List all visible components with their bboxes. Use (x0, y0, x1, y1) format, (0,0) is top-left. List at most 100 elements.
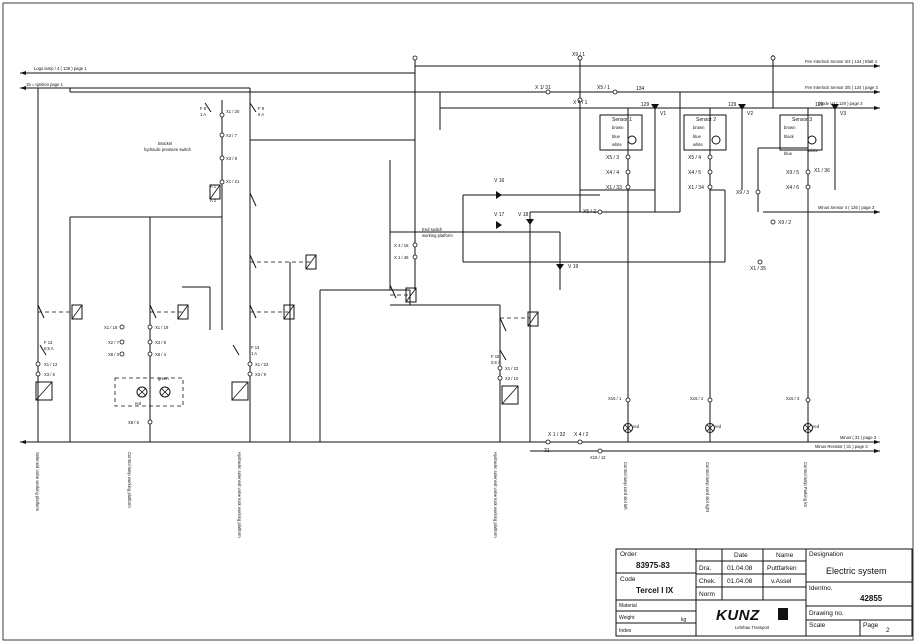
term-x1-19: X1 / 19 (155, 325, 169, 330)
relay-coils (71, 184, 539, 327)
consumer-label-5: Control lamp cord slot left (623, 462, 628, 510)
consumer-label-3: Hydraulic solenoid valve lock working pl… (237, 452, 242, 538)
drawn-name: Puttfarken (767, 565, 797, 572)
wire-129-b: 129 (728, 102, 737, 108)
order-number: 83975-83 (636, 561, 670, 570)
lamp-cord-left (623, 423, 633, 433)
lamp-red (136, 386, 148, 398)
term-x4-5: X4 / 5 (688, 170, 701, 176)
label-logo-lamp: Logo lamp / 4 ( 138 ) page 1 (34, 66, 87, 71)
solenoid-valves (35, 381, 519, 405)
main-wiring (37, 55, 836, 442)
term-x3-7: X3 / 7 (226, 133, 238, 138)
kunz-logo: KUNZ Lehrbau Transport (716, 607, 788, 630)
term-x1-35: X1 / 35 (750, 266, 766, 272)
terminal-points (35, 55, 811, 454)
term-x5-1: X5 / 1 (597, 85, 610, 91)
diode-v17 (496, 221, 502, 229)
wire-134: 134 (636, 86, 645, 92)
fuse-f8: F 8 (200, 106, 207, 111)
relay-coil-2 (177, 304, 189, 320)
sensor-3-box (779, 114, 823, 151)
term-x5-4: X5 / 4 (688, 155, 701, 161)
drawn-label: Dra. (699, 565, 711, 572)
sensor-1-box (599, 114, 643, 151)
v3-label: V3 (840, 111, 846, 117)
term-x1-32: X 1 / 32 (548, 432, 565, 438)
page-number: 2 (886, 627, 890, 634)
lamp-housing (114, 377, 184, 407)
term-x9-3: X9 / 3 (736, 190, 749, 196)
v19-label: V 19 (568, 264, 579, 270)
wire-129-a: 129 (641, 102, 650, 108)
terminal-labels: X9 / 1 X 1/ 31 X5 / 1 X 4 / 1 134 129 12… (44, 52, 830, 460)
date-header: Date (734, 552, 748, 559)
checked-label: Chek. (699, 578, 716, 585)
term-x3-8: X3 / 8 (226, 156, 238, 161)
component-notes: Bracket hydraulic pressure switch End sw… (135, 141, 820, 429)
norm-label: Norm (699, 591, 715, 598)
term-x1-36: X1 / 36 (814, 168, 830, 174)
relay-coil-5 (209, 184, 221, 200)
term-x4-2: X 4 / 2 (574, 432, 589, 438)
wire-brown-3: brown (784, 125, 796, 130)
term-x1-22: X1 / 22 (255, 362, 269, 367)
term-x4-18: X 4 / 18 (394, 243, 409, 248)
lamp-right-red-label: red (715, 424, 722, 429)
v18-label: V 18 (518, 212, 529, 218)
identno-value: 42855 (860, 594, 883, 603)
term-minus-31: - 31 (541, 448, 550, 454)
drawing-no-label: Drawing no. (809, 610, 844, 617)
term-x8-3: X8 / 3 (108, 352, 120, 357)
fuse-f9-rating: 6 A (258, 112, 264, 117)
material-label: Material (619, 603, 637, 609)
term-x1-33: X1 / 33 (606, 185, 622, 191)
term-x8-4: X8 / 4 (155, 352, 167, 357)
drawn-date: 01.04.08 (727, 565, 753, 572)
v2-label: V2 (747, 111, 753, 117)
term-x4-1: X 4 / 1 (573, 100, 588, 106)
hydraulic-switch-label: hydraulic pressure switch (144, 147, 192, 152)
label-fire-interlock-2: Fire Interlock Sensor 3/5 ( 134 ) page 3 (805, 85, 879, 90)
order-label: Order (620, 551, 637, 558)
relay-couplings (38, 261, 530, 319)
lamp-red-label: red (135, 401, 142, 406)
switch-contacts (37, 102, 507, 361)
relay-a2: A 2 (210, 198, 217, 203)
lamp-cord-right (705, 423, 715, 433)
term-x4-6: X4 / 6 (786, 185, 799, 191)
term-x1-34: X1 / 34 (688, 185, 704, 191)
term-x15-12: X15 / 12 (590, 455, 606, 460)
fuse-f9: F 9 (258, 106, 265, 111)
term-x15-3: X15 / 3 (786, 396, 800, 401)
top-bus-lines (20, 64, 880, 453)
diode-v3 (831, 104, 839, 110)
checked-date: 01.04.08 (727, 578, 753, 585)
label-ignition: 15 = Ignition page 1 (26, 82, 64, 87)
sensor-1-label: Sensor 1 (612, 117, 632, 123)
page-label: Page (863, 622, 879, 629)
wire-blue-3: blue (784, 151, 793, 156)
diode-v1 (651, 104, 659, 110)
weight-unit: kg (681, 617, 687, 623)
term-x1-31: X 1/ 31 (535, 85, 551, 91)
consumer-label-1: Solenoid valve working platform (35, 452, 40, 512)
fuse-f14-rating: 1 A (251, 351, 257, 356)
consumer-label-7: Control lamp Parking lot (803, 462, 808, 508)
term-x3-6: X3 / 6 (44, 372, 56, 377)
relay-coil-1 (71, 304, 83, 320)
wire-129-c: 129 (815, 102, 824, 108)
term-x1-48: X 1 / 48 (394, 255, 409, 260)
solenoid-valve-1 (35, 381, 53, 401)
wire-white-1: white (612, 142, 622, 147)
fuse-f13-rating: 0,5 A (44, 346, 54, 351)
fuse-f13: F 13 (44, 340, 53, 345)
term-x9-1: X9 / 1 (572, 52, 585, 58)
wire-white-2: white (693, 142, 703, 147)
wire-brown-1: brown (612, 125, 624, 130)
v16-label: V 16 (494, 178, 505, 184)
lamp-green-label: green (158, 376, 169, 381)
code-label: Code (620, 576, 636, 583)
